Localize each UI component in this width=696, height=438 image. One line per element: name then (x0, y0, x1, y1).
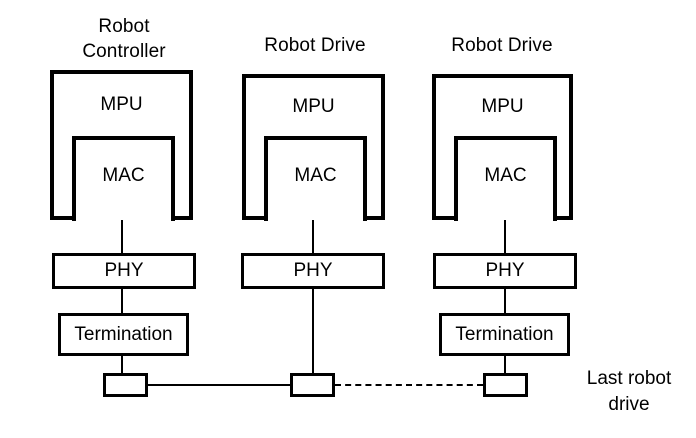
last-robot-drive-label: Last robot drive (586, 368, 672, 415)
phy-label-robot-drive-1: PHY (293, 260, 333, 281)
link-termination-to-connector-robot-drive-last (504, 355, 506, 374)
phy-box-robot-drive-last: PHY (433, 253, 577, 289)
link-mpu-to-phy-robot-drive-last (504, 220, 506, 254)
bus-connector-robot-drive-1 (290, 373, 335, 397)
mpu-label-robot-controller: MPU (100, 94, 143, 115)
link-phy-to-connector-robot-drive-1 (312, 288, 314, 374)
column-heading-robot-controller: Robot Controller (82, 16, 166, 62)
column-heading-robot-drive-1: Robot Drive (264, 35, 366, 56)
phy-label-robot-controller: PHY (104, 260, 144, 281)
link-mpu-to-phy-robot-drive-1 (312, 220, 314, 254)
mac-label-robot-controller: MAC (102, 165, 145, 186)
termination-box-robot-drive-last: Termination (439, 313, 570, 356)
termination-label-robot-drive-last: Termination (455, 323, 554, 345)
mac-label-robot-drive-1: MAC (294, 165, 337, 186)
phy-label-robot-drive-last: PHY (485, 260, 525, 281)
link-mpu-to-phy-robot-controller (121, 220, 123, 254)
mpu-label-robot-drive-1: MPU (292, 96, 335, 117)
mac-label-robot-drive-last: MAC (484, 165, 527, 186)
link-termination-to-connector-robot-controller (121, 355, 123, 374)
mac-box-robot-controller: MAC (72, 136, 175, 221)
bus-segment-dashed (335, 384, 483, 386)
bus-segment-solid (148, 384, 290, 386)
termination-box-robot-controller: Termination (58, 313, 189, 356)
bus-connector-robot-controller (103, 373, 148, 397)
phy-box-robot-controller: PHY (52, 253, 196, 289)
mac-box-robot-drive-last: MAC (454, 136, 557, 221)
phy-box-robot-drive-1: PHY (241, 253, 385, 289)
mac-box-robot-drive-1: MAC (264, 136, 367, 221)
column-heading-robot-drive-last: Robot Drive (451, 35, 553, 56)
link-phy-to-termination-robot-controller (121, 288, 123, 314)
link-phy-to-termination-robot-drive-last (504, 288, 506, 314)
mpu-label-robot-drive-last: MPU (481, 96, 524, 117)
termination-label-robot-controller: Termination (74, 323, 173, 345)
bus-connector-robot-drive-last (483, 373, 528, 397)
